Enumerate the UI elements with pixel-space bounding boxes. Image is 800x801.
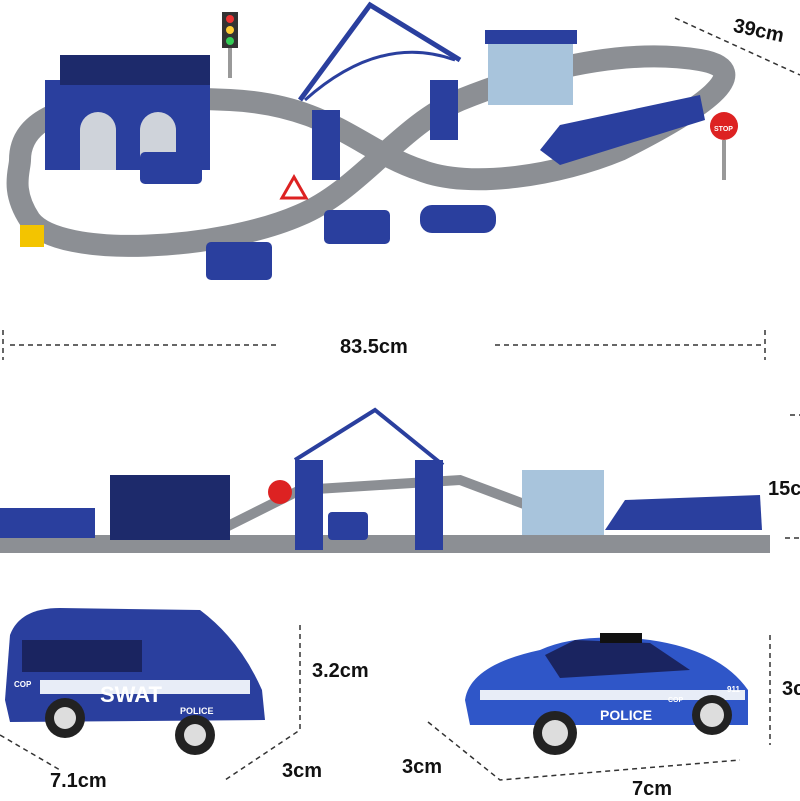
armored-truck: [206, 242, 272, 280]
traffic-light: [222, 12, 238, 78]
dimension-lines: [0, 17, 800, 781]
car-number: 911: [727, 685, 740, 694]
tunnel-sign: [20, 225, 44, 247]
swat-cop-badge: COP: [14, 680, 32, 689]
track-side-view: [0, 407, 770, 553]
van: [324, 210, 390, 244]
swat-length-label: 7.1cm: [50, 770, 107, 792]
car-cop-badge: COP: [668, 697, 684, 704]
car-height-label: 3c: [782, 678, 800, 700]
car-length-label: 7cm: [632, 778, 673, 800]
swat-police-text: POLICE: [180, 706, 214, 716]
swat-width-label: 3cm: [282, 760, 323, 782]
swat-van: SWAT POLICE COP: [5, 608, 265, 755]
car-width-label: 3cm: [402, 756, 443, 778]
length-label: 83.5cm: [340, 336, 408, 358]
police-car: POLICE 911 COP: [465, 633, 748, 755]
track-top-view: [6, 45, 736, 257]
stop-sign-top: [710, 112, 738, 180]
car-police-text: POLICE: [600, 707, 652, 723]
swat-text: SWAT: [100, 682, 162, 707]
police-station: [485, 30, 577, 105]
police-car-small: [420, 205, 496, 233]
swat-van-small: [140, 152, 202, 184]
swat-height-label: 3.2cm: [312, 660, 369, 682]
train-top: [540, 95, 705, 165]
stop-sign-text: STOP: [714, 126, 733, 133]
bridge: [297, 1, 462, 180]
height-label: 15c: [768, 478, 800, 500]
warning-sign: [279, 173, 309, 200]
